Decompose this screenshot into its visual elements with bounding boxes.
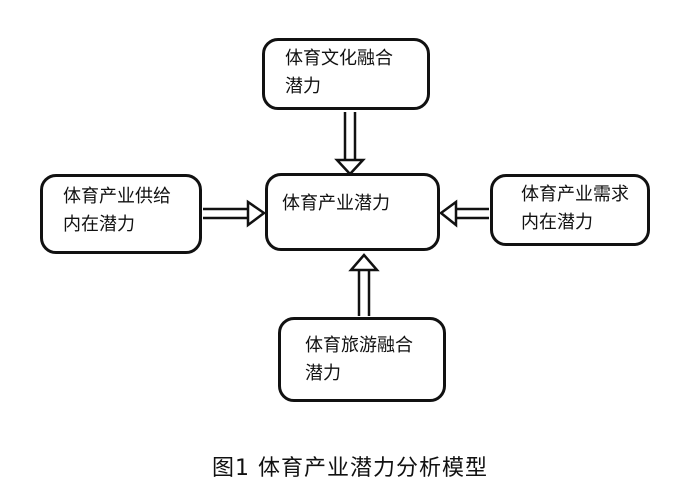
arrow-left-to-center	[203, 199, 267, 228]
figure-caption: 图1 体育产业潜力分析模型	[212, 456, 488, 481]
node-tourism-integration-potential: 体育旅游融合 潜力	[278, 317, 446, 402]
node-label-line: 体育产业潜力	[282, 193, 390, 214]
node-label-line: 体育产业供给	[63, 186, 171, 207]
arrow-bottom-to-center	[348, 253, 380, 316]
arrow-top-to-center	[334, 112, 366, 176]
node-sports-industry-potential: 体育产业潜力	[265, 173, 440, 251]
node-label-line: 潜力	[285, 76, 321, 97]
node-label-line: 体育文化融合	[285, 48, 393, 69]
node-demand-internal-potential: 体育产业需求 内在潜力	[490, 174, 650, 246]
node-label-line: 内在潜力	[521, 212, 593, 233]
node-label-line: 体育旅游融合	[305, 335, 413, 356]
node-culture-integration-potential: 体育文化融合 潜力	[262, 38, 430, 110]
node-label-line: 内在潜力	[63, 214, 135, 235]
node-label-line: 体育产业需求	[521, 184, 629, 205]
node-label-line: 潜力	[305, 363, 341, 384]
node-supply-internal-potential: 体育产业供给 内在潜力	[40, 174, 202, 254]
arrow-right-to-center	[438, 199, 489, 228]
